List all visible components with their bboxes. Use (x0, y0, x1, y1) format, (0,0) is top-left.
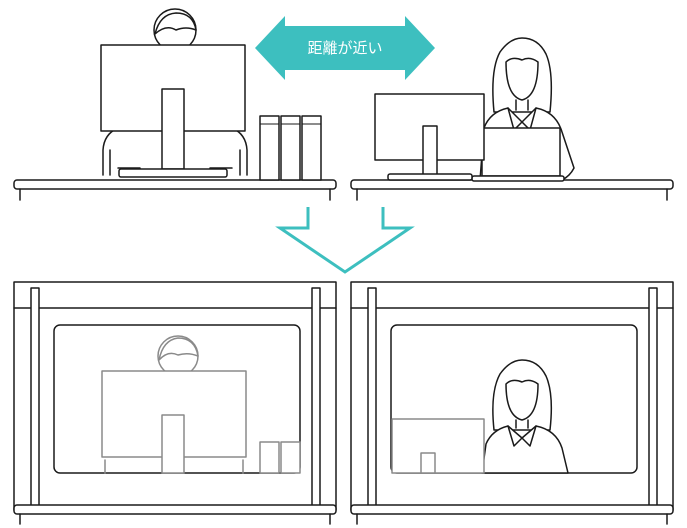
transition-arrow (280, 207, 410, 272)
binders (260, 116, 321, 180)
woman-behind-glass (482, 360, 568, 473)
left-desk (14, 180, 336, 200)
top-scene-close-desks: 距離が近い (14, 9, 673, 200)
laptop (472, 128, 564, 181)
partition-right-panel (351, 282, 673, 524)
down-arrow-icon (280, 207, 410, 272)
monitor-behind-glass (392, 419, 484, 473)
banner-label: 距離が近い (307, 39, 382, 57)
distance-banner: 距離が近い (255, 16, 435, 80)
man-behind-glass (102, 336, 300, 473)
partition-left-panel (14, 282, 336, 524)
right-monitor (375, 94, 484, 180)
right-desk (351, 180, 673, 200)
left-monitor (101, 45, 245, 177)
